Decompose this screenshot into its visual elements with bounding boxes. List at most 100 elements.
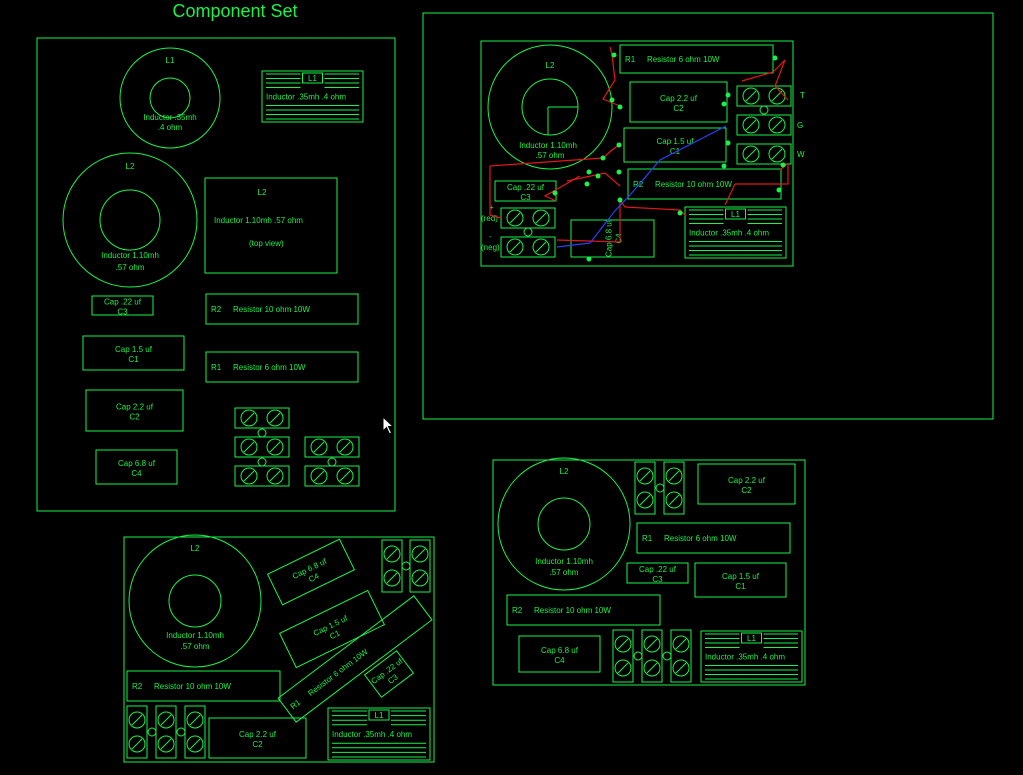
capacitor-value-label: Cap .22 uf bbox=[639, 565, 677, 574]
terminal-label-t: T bbox=[800, 91, 805, 100]
screw-slot bbox=[313, 470, 325, 482]
capacitor-value-label: Cap 2.2 uf bbox=[239, 730, 277, 739]
coil-inner-ring bbox=[168, 574, 222, 628]
screw-slot bbox=[339, 470, 351, 482]
terminal-body bbox=[500, 207, 556, 229]
coil-body bbox=[261, 70, 364, 123]
solder-dot bbox=[725, 92, 731, 98]
terminal-body bbox=[381, 539, 403, 593]
coil-ref-label: L2 bbox=[191, 544, 200, 553]
screw-head bbox=[336, 467, 354, 485]
capacitor-ref-label: C2 bbox=[673, 104, 684, 113]
screw-slot bbox=[339, 441, 351, 453]
terminal-body bbox=[184, 705, 206, 759]
capacitor-value-label: Cap 2.2 uf bbox=[660, 94, 698, 103]
screw-head bbox=[672, 659, 690, 677]
solder-dot bbox=[677, 210, 683, 216]
terminal-link bbox=[523, 227, 533, 237]
screw-slot bbox=[646, 638, 658, 650]
terminal-block bbox=[381, 539, 403, 593]
component-set-border bbox=[36, 37, 396, 512]
solder-dot bbox=[552, 190, 558, 196]
resistor-r2: R2 Resistor 10 ohm 10W bbox=[126, 670, 281, 702]
screw-head bbox=[310, 467, 328, 485]
coil-ref-box bbox=[725, 208, 746, 220]
capacitor-ref-label: C2 bbox=[129, 413, 140, 422]
terminal-block bbox=[234, 436, 290, 458]
screw-head bbox=[128, 735, 146, 753]
resistor-value-label: Resistor 10 ohm 10W bbox=[154, 682, 231, 691]
capacitor-body bbox=[694, 562, 787, 598]
coil-ref-label: L2 bbox=[546, 61, 555, 70]
red-wire bbox=[489, 157, 604, 219]
screw-head bbox=[157, 735, 175, 753]
resistor-body bbox=[277, 595, 433, 723]
terminal-block bbox=[126, 705, 148, 759]
terminal-link bbox=[662, 651, 672, 661]
screw-slot bbox=[160, 714, 172, 726]
terminal-body bbox=[634, 461, 656, 515]
solder-dot bbox=[617, 104, 623, 110]
capacitor-body bbox=[363, 650, 415, 698]
screw-slot bbox=[386, 572, 398, 584]
terminal-body bbox=[612, 629, 634, 683]
wired-board-base bbox=[480, 40, 794, 267]
terminal-block bbox=[736, 85, 792, 107]
resistor-ref-label: R1 bbox=[625, 55, 636, 64]
terminal-body bbox=[234, 465, 290, 487]
screw-slot bbox=[269, 441, 281, 453]
screw-slot bbox=[771, 148, 783, 160]
coil-body bbox=[700, 630, 803, 683]
solder-dot bbox=[721, 163, 727, 169]
capacitor-ref-label: C4 bbox=[615, 233, 624, 244]
screw-head bbox=[383, 545, 401, 563]
screw-slot bbox=[771, 119, 783, 131]
screw-head bbox=[665, 491, 683, 509]
screw-head bbox=[614, 659, 632, 677]
screw-slot bbox=[745, 119, 757, 131]
solder-dot bbox=[584, 181, 590, 187]
screw-slot bbox=[269, 412, 281, 424]
resistor-value-label: Resistor 6 ohm 10W bbox=[647, 55, 720, 64]
capacitor-ref-label: C2 bbox=[741, 486, 752, 495]
screw-head bbox=[128, 711, 146, 729]
screw-head bbox=[636, 491, 654, 509]
coil-resistance-label: .57 ohm bbox=[536, 151, 565, 160]
solder-dot bbox=[776, 187, 782, 193]
terminal-link bbox=[257, 457, 267, 467]
coil-inner-ring bbox=[99, 189, 161, 251]
capacitor-value-label: Cap 1.5 uf bbox=[722, 572, 760, 581]
red-wire bbox=[772, 59, 789, 101]
screw-slot bbox=[243, 470, 255, 482]
screw-slot bbox=[675, 638, 687, 650]
red-wire bbox=[724, 183, 736, 206]
terminal-block bbox=[234, 407, 290, 429]
screw-slot bbox=[414, 548, 426, 560]
coil-ref-label: L1 bbox=[731, 210, 740, 219]
angled-board-base bbox=[123, 536, 435, 763]
capacitor-body bbox=[82, 335, 185, 371]
terminal-body bbox=[126, 705, 148, 759]
resistor-r1: R1 Resistor 6 ohm 10W bbox=[619, 44, 774, 74]
terminal-link bbox=[147, 727, 157, 737]
solder-dot bbox=[616, 169, 622, 175]
capacitor-ref-label: C1 bbox=[128, 355, 139, 364]
resistor-ref-label: R2 bbox=[132, 682, 143, 691]
screw-head bbox=[636, 467, 654, 485]
screw-slot bbox=[535, 241, 547, 253]
screw-slot bbox=[646, 662, 658, 674]
capacitor-ref-label: C3 bbox=[520, 193, 531, 202]
screw-slot bbox=[668, 470, 680, 482]
coil-value-label: Inductor .35mh bbox=[143, 113, 196, 122]
solder-dot bbox=[772, 55, 778, 61]
